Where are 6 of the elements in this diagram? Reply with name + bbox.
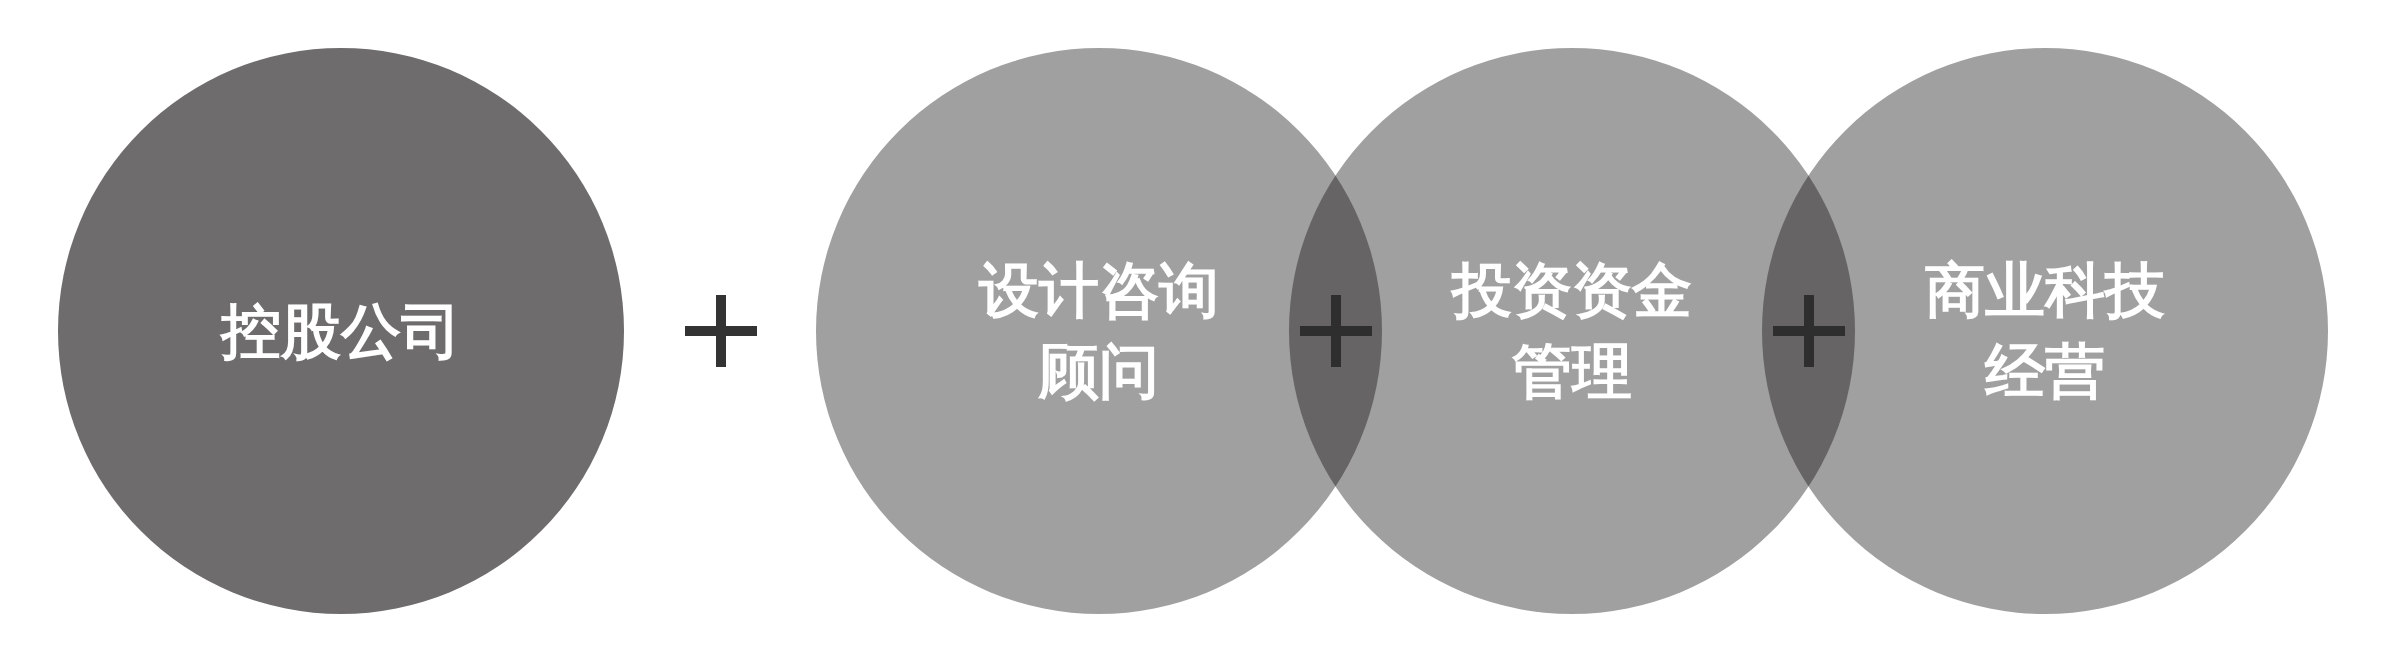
node-label: 设计咨询顾问 [977, 254, 1220, 408]
circle-node [1762, 48, 2328, 614]
node-label: 商业科技经营 [1924, 254, 2166, 408]
node-label: 控股公司 [219, 294, 462, 368]
circle-node [58, 48, 624, 614]
node-label: 投资资金管理 [1449, 254, 1693, 408]
